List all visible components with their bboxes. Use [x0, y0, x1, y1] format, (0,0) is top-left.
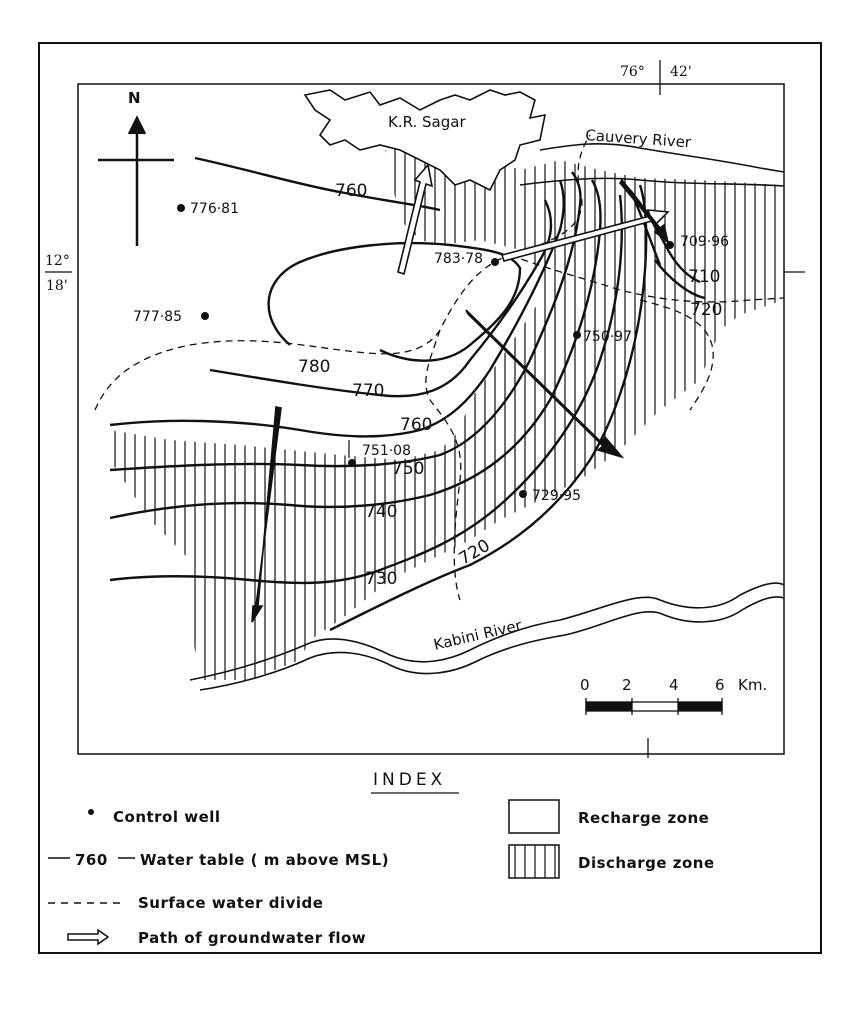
- contour-760-south: [109, 179, 565, 438]
- figure-frame: [38, 42, 822, 954]
- cauvery-river-label: Cauvery River: [585, 126, 693, 151]
- well-dot-2: [201, 312, 209, 320]
- contour-770: [209, 199, 553, 398]
- legend-flow: Path of groundwater flow: [138, 929, 366, 947]
- water-table-contours: [109, 156, 706, 632]
- scale-bar: 0 2 4 6 Km.: [580, 676, 767, 715]
- well-dot-3: [491, 258, 499, 266]
- latitude-degrees: 12°: [45, 253, 70, 269]
- contour-label-780: 780: [298, 357, 330, 377]
- contour-740: [109, 179, 602, 520]
- legend-recharge: Recharge zone: [578, 809, 709, 827]
- legend-title: INDEX: [373, 770, 446, 790]
- recharge-zone: [100, 245, 540, 455]
- contour-780: [267, 241, 522, 362]
- well-label-2: 777·85: [133, 309, 182, 325]
- well-dot-1: [177, 204, 185, 212]
- contour-label-750: 750: [392, 459, 424, 479]
- map-border: [77, 83, 785, 755]
- flow-arrow-southwest: [251, 406, 282, 623]
- well-label-5: 750·97: [583, 329, 632, 345]
- well-label-7: 729·95: [532, 488, 581, 504]
- well-dot-4: [666, 241, 674, 249]
- latitude-minutes: 18': [46, 278, 68, 294]
- surface-water-divide: [94, 134, 784, 601]
- contour-label-720-east: 720: [690, 300, 722, 320]
- scale-unit: Km.: [738, 676, 767, 694]
- control-wells: [177, 204, 674, 498]
- kabini-river: [189, 582, 784, 681]
- scale-tick-4: 4: [669, 676, 679, 694]
- well-dot-5: [573, 331, 581, 339]
- legend-recharge-swatch: [508, 799, 560, 834]
- scale-tick-2: 2: [622, 676, 632, 694]
- flow-arrow-southeast: [465, 309, 625, 459]
- legend-flow-arrow-icon: [67, 928, 110, 946]
- legend-contour-sample: 760: [75, 851, 108, 869]
- legend-control-well: Control well: [113, 808, 221, 826]
- well-label-4: 709·96: [680, 234, 729, 250]
- flow-arrow-northeast: [619, 178, 670, 245]
- flow-arrow-north: [397, 163, 434, 276]
- discharge-zone-east: [110, 140, 784, 680]
- contour-750: [109, 171, 582, 472]
- well-dot-6: [348, 459, 356, 467]
- north-label: N: [128, 89, 141, 107]
- longitude-degrees: 76°: [620, 64, 645, 80]
- legend-divide: Surface water divide: [138, 894, 323, 912]
- cauvery-river: [539, 143, 784, 173]
- legend-well-icon: [88, 809, 94, 815]
- lake-label: K.R. Sagar: [388, 113, 466, 131]
- well-dot-7: [519, 490, 527, 498]
- contour-label-730: 730: [365, 569, 397, 589]
- contour-720: [329, 184, 648, 632]
- well-label-6: 751·08: [362, 443, 411, 459]
- flow-arrows: [251, 163, 670, 623]
- contour-label-740: 740: [365, 502, 397, 522]
- legend-water-table: Water table ( m above MSL): [140, 851, 389, 869]
- contour-label-770: 770: [352, 381, 384, 401]
- legend-discharge-swatch: [508, 844, 560, 879]
- longitude-minutes: 42': [670, 64, 692, 80]
- well-label-1: 776·81: [190, 201, 239, 217]
- scale-tick-6: 6: [715, 676, 725, 694]
- kabini-river-bank: [199, 596, 784, 691]
- kr-sagar-lake: [303, 89, 547, 192]
- north-arrow-icon: [98, 115, 174, 246]
- contour-label-710: 710: [688, 267, 720, 287]
- contour-label-760-south: 760: [400, 415, 432, 435]
- contour-730: [109, 194, 624, 585]
- legend-discharge: Discharge zone: [578, 854, 715, 872]
- contour-label-760-north: 760: [335, 181, 367, 201]
- well-label-3: 783·78: [434, 251, 483, 267]
- scale-tick-0: 0: [580, 676, 590, 694]
